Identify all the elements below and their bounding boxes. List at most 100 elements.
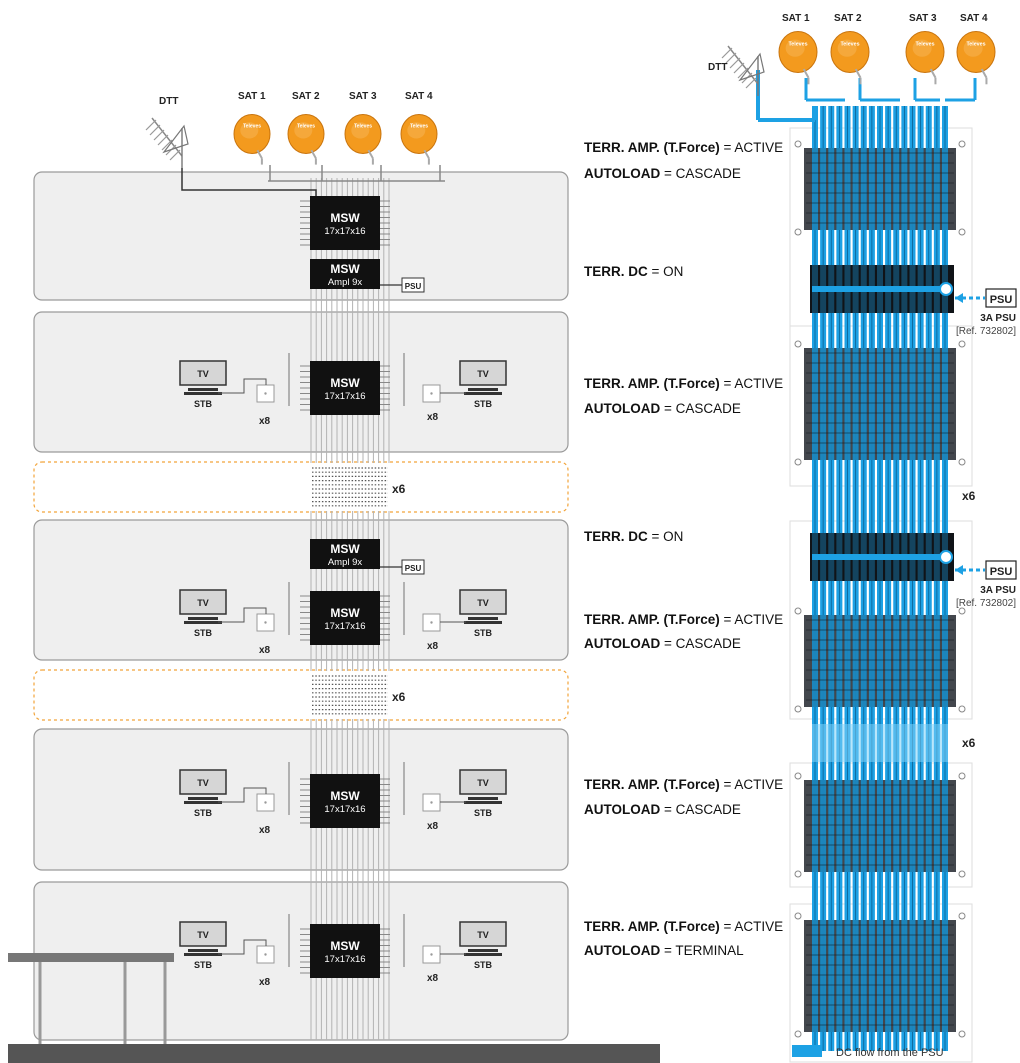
- repeat-x6-label: x6: [392, 482, 406, 496]
- repeat-x6-label-right: x6: [962, 736, 976, 750]
- stb-icon: [468, 797, 498, 800]
- config-key: TERR. AMP. (T.Force): [584, 612, 720, 627]
- stb-icon: [468, 949, 498, 952]
- sat-dish-icon-1: Televes: [233, 114, 271, 165]
- psu-label-right: PSU: [990, 294, 1013, 306]
- msw-module-1: [794, 140, 966, 236]
- outlet-x8-label: x8: [427, 641, 439, 652]
- config-terr-amp-2: TERR. AMP. (T.Force) = ACTIVE: [584, 376, 783, 391]
- outlet-x8-label: x8: [427, 821, 439, 832]
- repeat-x6-label: x6: [392, 690, 406, 704]
- tv-set: TV STB: [179, 589, 227, 638]
- msw-model-label: Ampl 9x: [328, 277, 363, 288]
- psu-label: PSU: [405, 282, 422, 291]
- amplifier-module-1: [810, 265, 954, 313]
- msw-model-label: 17x17x16: [324, 391, 365, 402]
- config-terr-dc-1: TERR. DC = ON: [584, 264, 683, 279]
- dish-brand-label: Televes: [354, 124, 372, 130]
- config-value: = CASCADE: [660, 636, 741, 651]
- stb-label: STB: [474, 628, 493, 638]
- stb-label: STB: [194, 399, 213, 409]
- dtt-antenna-icon: [145, 117, 189, 168]
- sat-label-3: SAT 3: [349, 91, 377, 102]
- tv-icon: [459, 769, 507, 795]
- tv-label: TV: [197, 369, 209, 379]
- config-autoload-4: AUTOLOAD = CASCADE: [584, 802, 741, 817]
- msw-module-5: [794, 912, 966, 1038]
- dtt-cable: [181, 168, 317, 198]
- outlet-x8-label: x8: [259, 645, 271, 656]
- msw-label: MSW: [330, 606, 360, 620]
- config-value: = CASCADE: [660, 802, 741, 817]
- stb-icon: [468, 617, 498, 620]
- dish-brand-label: Televes: [966, 41, 985, 47]
- msw-label: MSW: [330, 789, 360, 803]
- msw-model-label: 17x17x16: [324, 621, 365, 632]
- tv-label: TV: [477, 598, 489, 608]
- tv-label: TV: [197, 598, 209, 608]
- placeholder-gap: [306, 463, 392, 511]
- config-terr-amp-3: TERR. AMP. (T.Force) = ACTIVE: [584, 612, 783, 627]
- outlet-x8-label: x8: [427, 412, 439, 423]
- config-key: TERR. AMP. (T.Force): [584, 140, 720, 155]
- tv-label: TV: [197, 778, 209, 788]
- coax-cable: [218, 378, 267, 394]
- msw-module-3: [794, 607, 966, 713]
- dish-brand-label: Televes: [788, 41, 807, 47]
- msw-module-2: [794, 340, 966, 466]
- dish-brand-label: Televes: [915, 41, 934, 47]
- stb-icon: [188, 388, 218, 391]
- sat-label-right-3: SAT 3: [909, 13, 937, 24]
- legend-swatch: [792, 1045, 822, 1057]
- config-terr-amp-4: TERR. AMP. (T.Force) = ACTIVE: [584, 777, 783, 792]
- psu-box-right: [985, 560, 1017, 580]
- config-autoload-2: AUTOLOAD = CASCADE: [584, 401, 741, 416]
- msw-module-4: [794, 772, 966, 878]
- config-autoload-3: AUTOLOAD = CASCADE: [584, 636, 741, 651]
- sat-dish-icon-right-3: Televes: [905, 30, 945, 85]
- msw-label: MSW: [330, 542, 360, 556]
- amplifier-module-2: [810, 533, 954, 581]
- config-key: TERR. DC: [584, 529, 648, 544]
- tv-icon: [459, 589, 507, 615]
- outlet-x8-label: x8: [259, 825, 271, 836]
- dtt-label-right: DTT: [708, 62, 727, 73]
- outlet-x8-label: x8: [259, 977, 271, 988]
- dc-highlight-band: [812, 724, 948, 762]
- dc-bus-bar: [812, 554, 944, 560]
- msw-model-label: 17x17x16: [324, 226, 365, 237]
- dish-brand-label: Televes: [840, 41, 859, 47]
- sat-dish-icon-2: Televes: [287, 114, 325, 165]
- config-value: = ACTIVE: [720, 919, 783, 934]
- psu-ref-label: [Ref. 732802]: [956, 598, 1016, 609]
- stb-label: STB: [194, 628, 213, 638]
- config-key: AUTOLOAD: [584, 401, 660, 416]
- coax-cable: [218, 607, 267, 623]
- config-key: TERR. AMP. (T.Force): [584, 376, 720, 391]
- msw-label: MSW: [330, 939, 360, 953]
- sat-dish-icon-3: Televes: [344, 114, 382, 165]
- psu-3a-label: 3A PSU: [980, 585, 1016, 596]
- tv-icon: [459, 360, 507, 386]
- dish-brand-label: Televes: [297, 124, 315, 130]
- msw-label: MSW: [330, 376, 360, 390]
- stb-label: STB: [474, 808, 493, 818]
- tv-label: TV: [477, 369, 489, 379]
- psu-box-right: [985, 288, 1017, 308]
- placeholder-gap: [306, 671, 392, 719]
- config-value: = CASCADE: [660, 401, 741, 416]
- msw-model-label: 17x17x16: [324, 804, 365, 815]
- tv-set: TV STB: [179, 360, 227, 409]
- config-terr-amp-5: TERR. AMP. (T.Force) = ACTIVE: [584, 919, 783, 934]
- psu-3a-label: 3A PSU: [980, 313, 1016, 324]
- config-key: AUTOLOAD: [584, 802, 660, 817]
- config-key: TERR. AMP. (T.Force): [584, 777, 720, 792]
- sat-dish-icon-right-1: Televes: [778, 30, 818, 85]
- msw-label: MSW: [330, 211, 360, 225]
